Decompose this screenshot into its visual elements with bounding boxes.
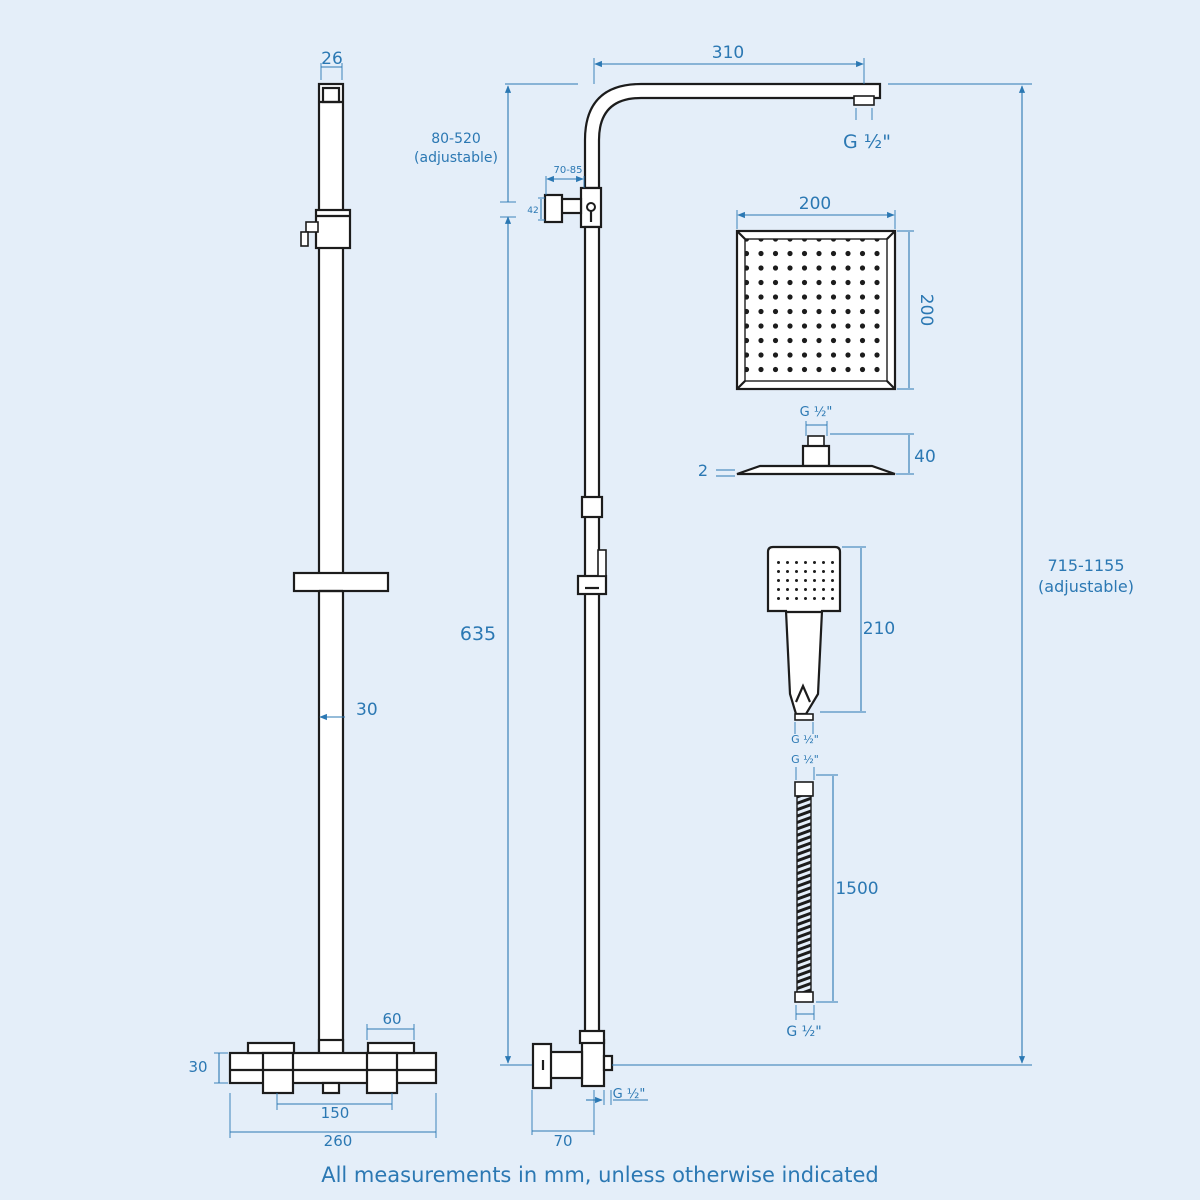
front-end-cap (321, 86, 341, 104)
bracket-height-label: 42 (527, 206, 538, 216)
control-width-label: 60 (382, 1010, 401, 1028)
hose-body (796, 795, 812, 993)
bar-width-label: 26 (321, 49, 343, 69)
hose-thread-bottom-label: G ½" (786, 1024, 821, 1040)
shower-head-top (735, 229, 897, 391)
shower-head-profile (736, 464, 896, 476)
valve-height-label: 30 (188, 1058, 207, 1076)
front-view (228, 82, 438, 1095)
front-view-dimensions: 26 30 60 30 150 260 (188, 49, 437, 1150)
adjust-range-note: (adjustable) (414, 150, 498, 166)
side-riser-rail (583, 225, 601, 1049)
measurements-caption: All measurements in mm, unless otherwise… (321, 1163, 879, 1187)
outlet-thread-label: G ½" (613, 1087, 646, 1102)
handset: G ½" 210 (766, 545, 895, 746)
hose-bottom-nut (794, 991, 814, 1003)
arm-thread-label: G ½" (843, 131, 891, 153)
hose-top-nut (794, 781, 814, 797)
head-width-label: 200 (799, 194, 831, 214)
valve-width-label: 260 (324, 1132, 353, 1150)
hose-thread-top-label: G ½" (791, 753, 819, 766)
shower-head-dimensions: 200 200 (736, 194, 936, 390)
side-valve-body (580, 1038, 606, 1088)
hose-length-label: 1500 (835, 879, 878, 899)
front-handset-holder (292, 571, 390, 593)
side-wall-bracket-plate (543, 193, 564, 224)
rail-height-label: 635 (460, 623, 496, 645)
total-height-note: (adjustable) (1038, 577, 1134, 596)
side-shower-arm (583, 82, 882, 190)
valve-depth-label: 70 (553, 1132, 572, 1150)
head-depth-label: 40 (914, 447, 936, 467)
head-height-label: 200 (916, 294, 936, 326)
shower-head-connector (801, 444, 831, 468)
total-height-label: 715-1155 (1047, 556, 1124, 575)
front-valve-body (228, 1051, 438, 1085)
hose: G ½" G ½" 1500 (786, 753, 878, 1040)
side-view (531, 82, 882, 1090)
side-coupler (580, 495, 604, 519)
plate-thickness-label: 2 (698, 461, 708, 480)
bracket-offset-label: 70-85 (553, 165, 582, 176)
valve-centres-label: 150 (321, 1104, 350, 1122)
front-left-control (261, 1051, 295, 1095)
side-view-dimensions: 310 G ½" 80-520 (adjustable) 70-85 42 63… (414, 43, 1134, 1150)
arm-length-label: 310 (712, 43, 744, 63)
handset-thread-label: G ½" (791, 733, 819, 746)
head-thread-label: G ½" (800, 405, 833, 420)
adjust-range-label: 80-520 (431, 131, 481, 147)
shower-head-side: G ½" 40 2 (698, 405, 936, 480)
handset-length-label: 210 (863, 619, 895, 639)
side-handset-holder (576, 574, 608, 596)
rail-diameter-label: 30 (356, 700, 378, 720)
front-right-control (365, 1051, 399, 1095)
